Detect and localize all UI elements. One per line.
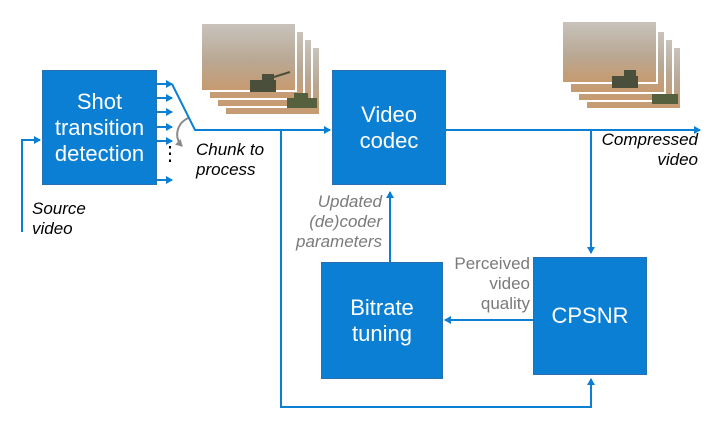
updated-coder-parameters-label: Updated (de)coder parameters [296,192,382,251]
chunk-video-frames-thumbnail [200,22,321,116]
shot-transition-detection-box: Shot transition detection [42,70,157,185]
bitrate-tuning-label: Bitrate tuning [350,294,414,346]
bitrate-tuning-box: Bitrate tuning [321,262,443,379]
cpsnr-box: CPSNR [533,257,647,375]
source-arrow [21,136,41,232]
video-codec-box: Video codec [332,70,446,185]
compressed-video-label: Compressed video [601,130,698,169]
fanout-arrows [157,80,173,184]
compressed-video-frames-thumbnail [561,20,682,110]
source-video-label: Source video [32,199,86,238]
perceived-video-quality-label: Perceived video quality [454,254,530,313]
video-codec-label: Video codec [359,101,419,153]
shot-transition-detection-label: Shot transition detection [54,88,145,166]
cpsnr-label: CPSNR [551,303,629,328]
selector-curved-arrow-icon [174,117,189,147]
main-flow-arrows [171,83,701,408]
fanout-ellipsis: ⋮ [160,143,180,165]
chunk-to-process-label: Chunk to process [196,140,265,179]
